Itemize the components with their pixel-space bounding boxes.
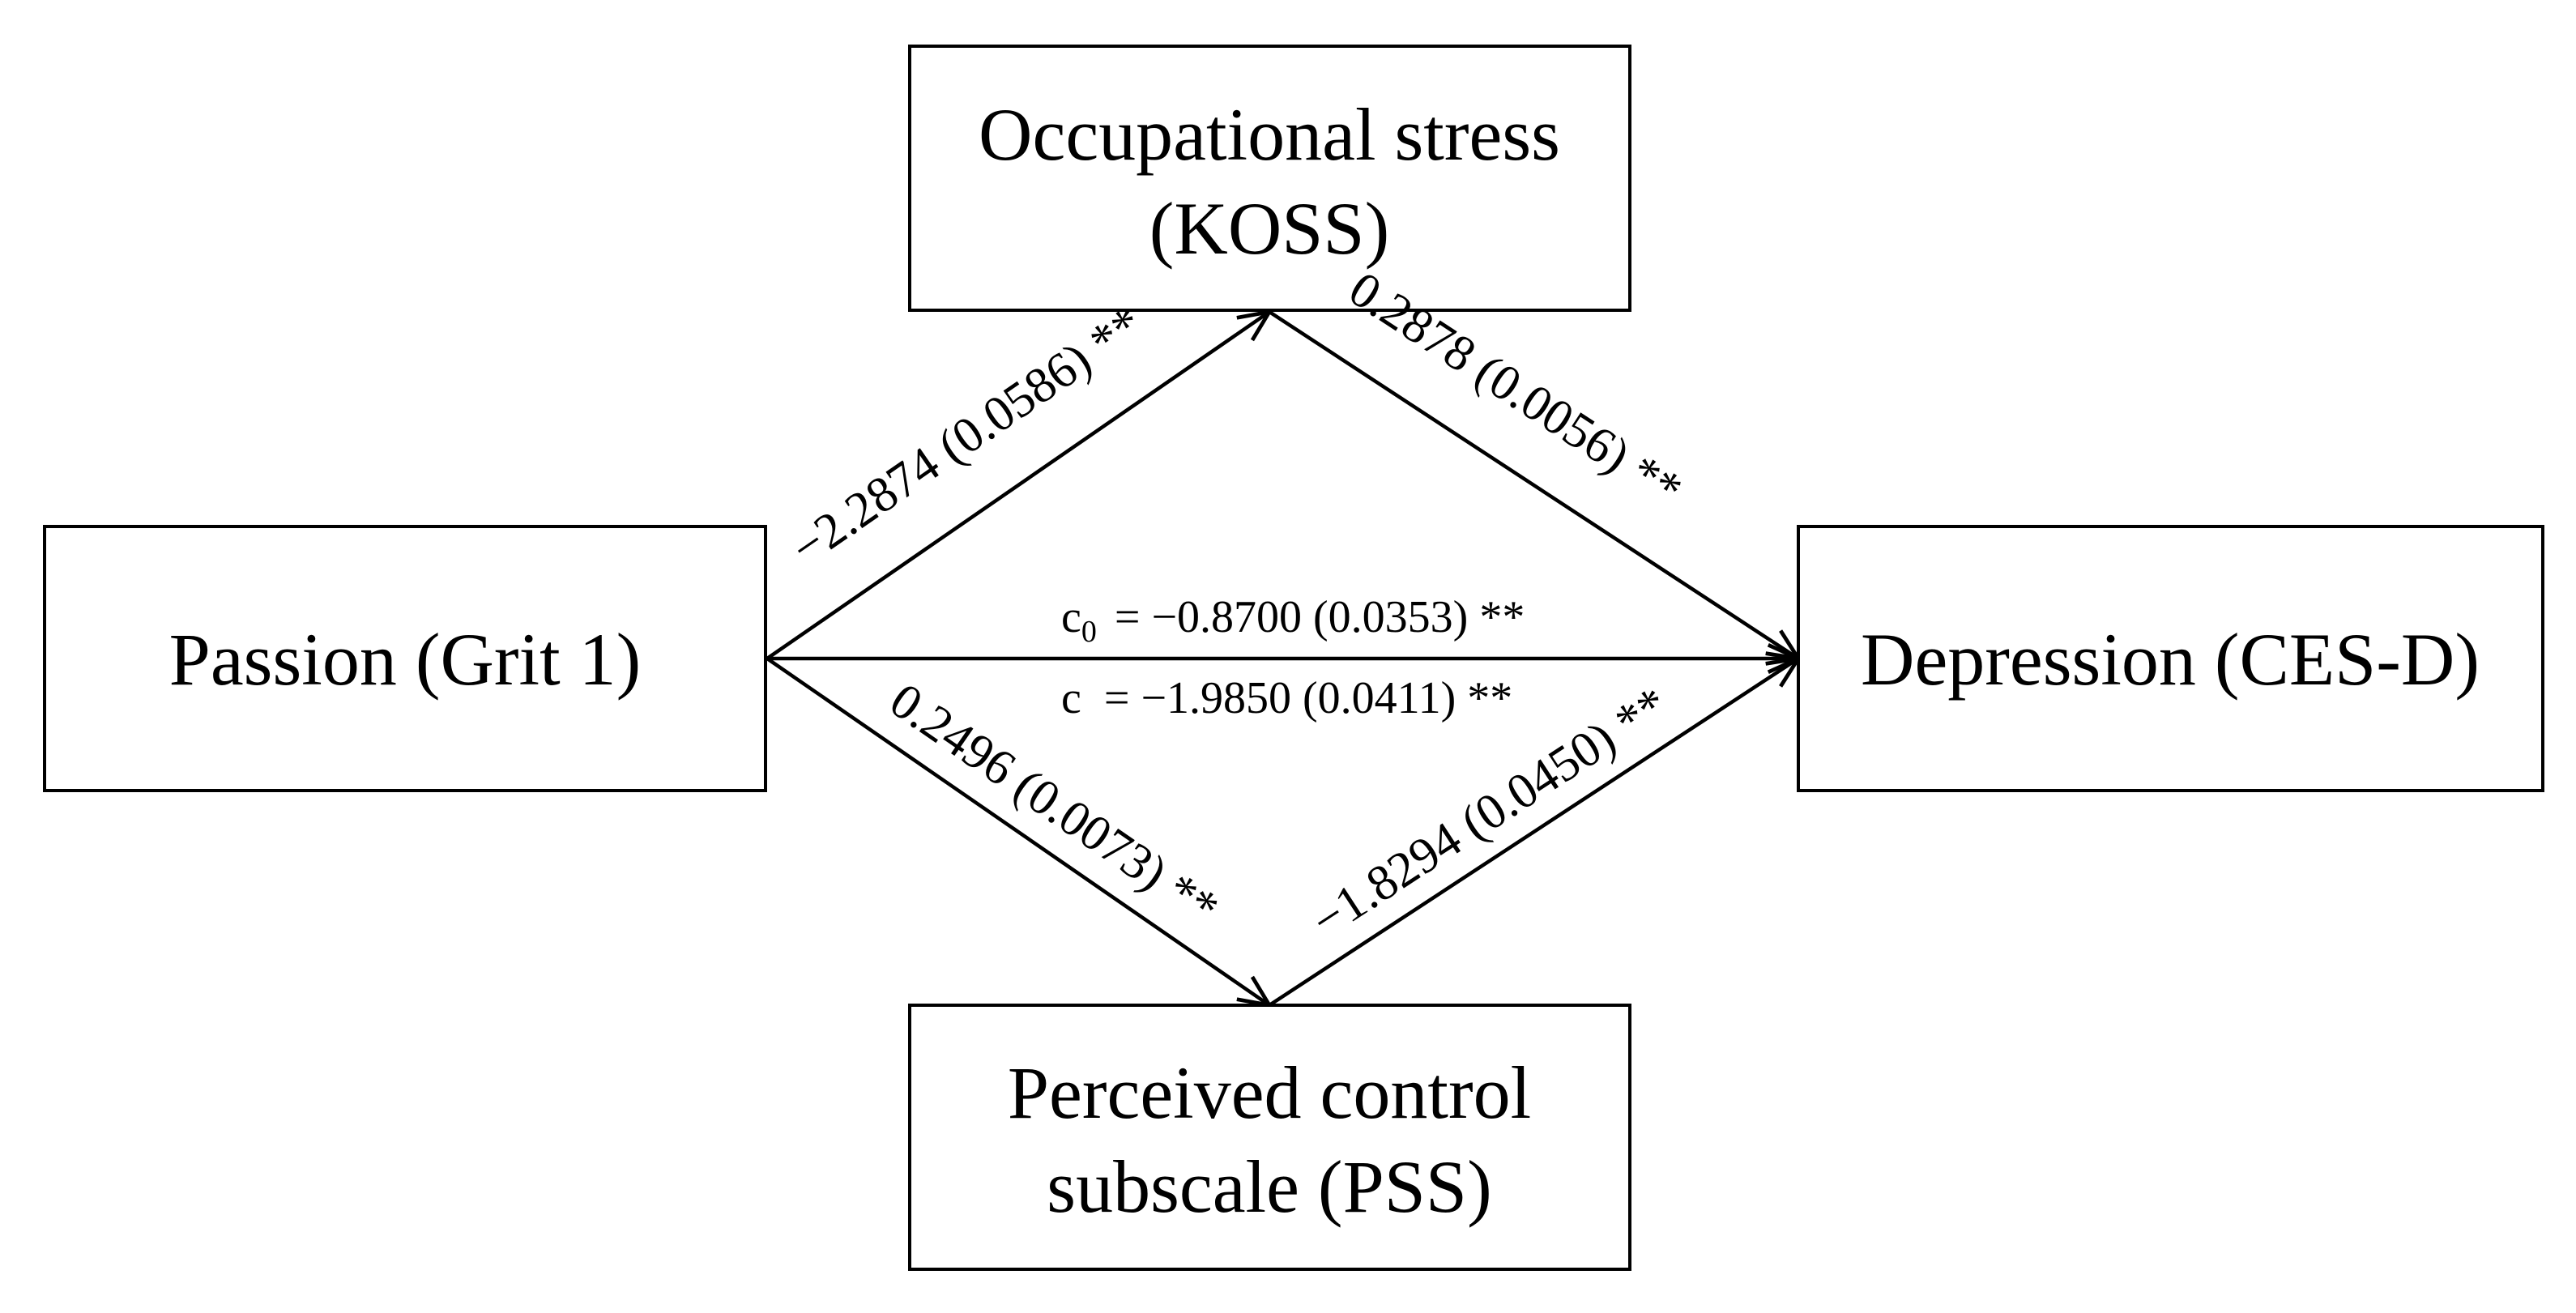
node-depression: Depression (CES-D)	[1797, 525, 2544, 792]
node-depression-label: Depression (CES-D)	[1861, 618, 2480, 701]
label-direct-c-symbol: c	[1061, 673, 1081, 723]
node-passion: Passion (Grit 1)	[43, 525, 767, 792]
edge-passion-to-koss	[766, 312, 1269, 660]
label-direct-c: c = −1.9850 (0.0411) **	[1061, 673, 1512, 723]
node-occupational-stress: Occupational stress (KOSS)	[908, 45, 1631, 312]
edge-pss-to-depression	[1268, 659, 1798, 1007]
label-direct-c0-symbol: c	[1061, 592, 1081, 642]
node-perceived-control: Perceived control subscale (PSS)	[908, 1004, 1631, 1271]
node-occupational-stress-line2: (KOSS)	[1149, 187, 1389, 270]
edge-koss-to-depression	[1268, 310, 1798, 659]
label-direct-c-value: = −1.9850 (0.0411) **	[1104, 673, 1512, 723]
label-direct-c0: c0 = −0.8700 (0.0353) **	[1061, 592, 1525, 649]
node-passion-label: Passion (Grit 1)	[169, 618, 642, 701]
label-passion-to-koss: −2.2874 (0.0586) **	[781, 296, 1153, 577]
label-direct-c0-subscript: 0	[1081, 615, 1097, 649]
edge-passion-to-pss	[766, 657, 1269, 1005]
node-occupational-stress-line1: Occupational stress	[979, 93, 1560, 176]
svg-text:c0= −0.8700 (0.0353) **: c0 = −0.8700 (0.0353) **	[1061, 592, 1525, 649]
node-perceived-control-line2: subscale (PSS)	[1047, 1145, 1491, 1228]
node-perceived-control-line1: Perceived control	[1008, 1051, 1531, 1134]
label-direct-c0-value: = −0.8700 (0.0353) **	[1115, 592, 1525, 642]
svg-text:c= −1.9850 (0.0411) **: c = −1.9850 (0.0411) **	[1061, 673, 1512, 723]
